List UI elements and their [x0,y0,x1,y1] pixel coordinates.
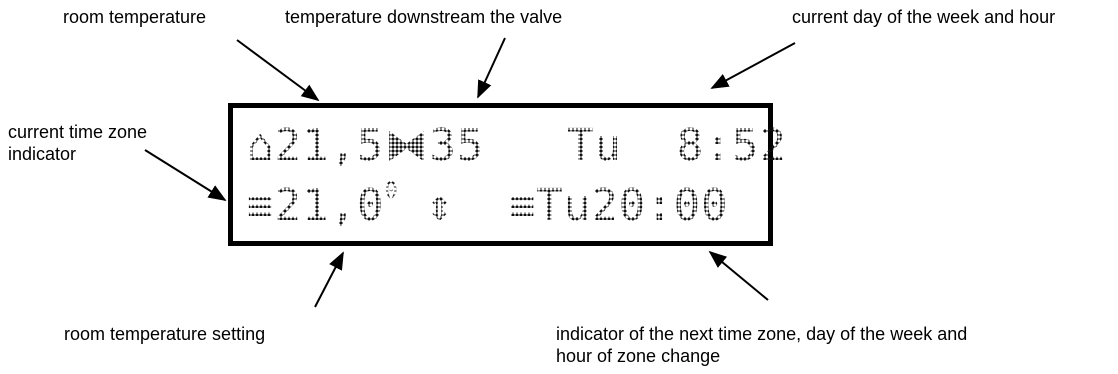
arrow-valve-temperature [477,37,506,99]
valve-temperature-value: 35 [429,120,485,171]
current-day-value: Tu [566,120,622,171]
label-room-temperature: room temperature [63,7,207,27]
next-time-value: 20:00 [591,180,729,231]
current-time-value: 8:52 [676,120,787,171]
room-temperature-value: 21,5 [274,120,385,171]
arrow-current-day-hour [710,42,796,89]
up-down-icon: ⇕ [426,180,454,231]
label-temperature-setting: room temperature setting [64,324,266,344]
arrow-room-temperature [236,39,320,102]
next-day-value: Tu [536,180,592,231]
temperature-setting-value: 21,0 [274,180,385,231]
setting-superscript: 0 [384,179,399,204]
zone-bars-icon: ≡ [247,180,275,231]
lcd-line-2: ≡21,00 ⇕ ≡Tu20:00 [247,181,729,231]
next-zone-bars-icon: ≡ [508,180,537,231]
label-valve-temperature: temperature downstream the valve [285,7,563,27]
valve-icon: ⧓ [384,120,430,171]
label-next-zone: indicator of the next time zone, day of … [556,324,968,366]
arrow-zone-indicator [144,149,227,201]
arrow-temperature-setting [314,251,344,308]
lcd-display: ⌂21,5⧓35 Tu 8:52 ≡21,00 ⇕ ≡Tu20:00 [228,103,786,246]
arrow-next-zone [708,250,769,301]
house-icon: ⌂ [247,120,275,171]
label-zone-indicator: current time zone indicator [8,122,148,164]
lcd-line-1: ⌂21,5⧓35 Tu 8:52 [247,121,787,171]
label-current-day-hour: current day of the week and hour [792,7,1056,27]
